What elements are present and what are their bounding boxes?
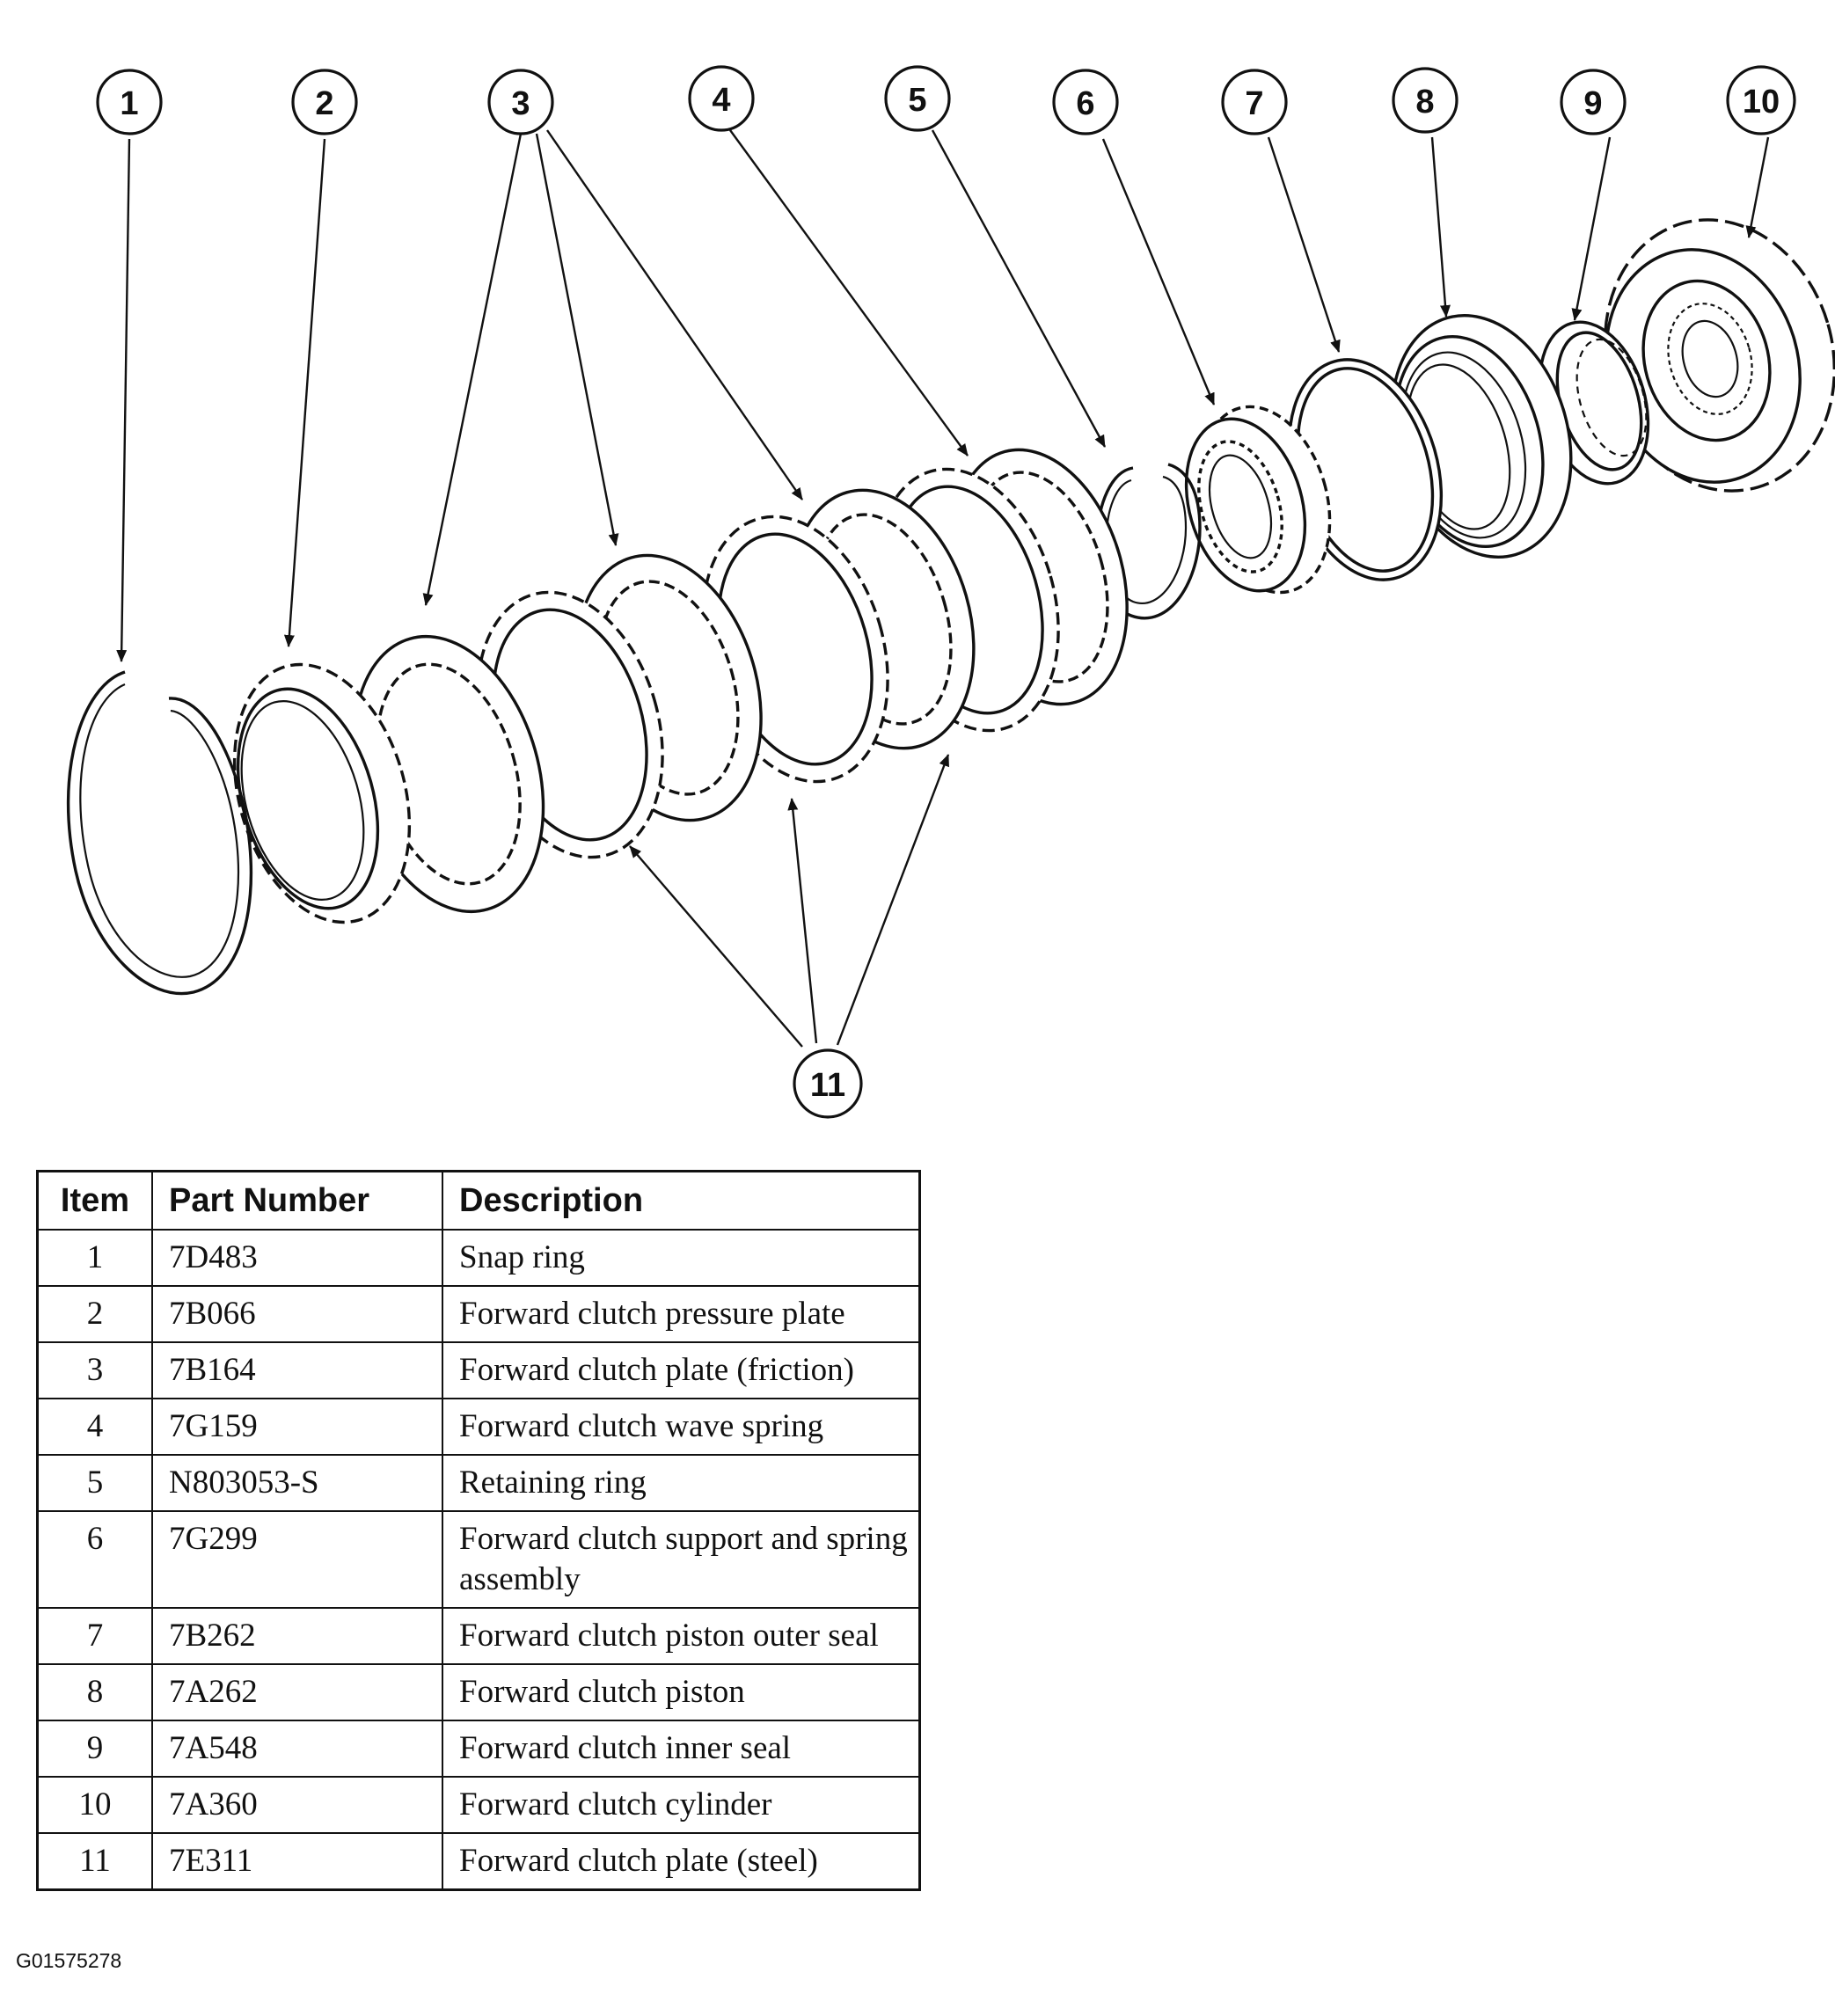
cell-part-number: 7A360 (151, 1776, 443, 1834)
header-description: Description (442, 1170, 921, 1231)
cell-item: 4 (36, 1398, 153, 1456)
parts-table: Item Part Number Description 1 7D483 Sna… (36, 1170, 921, 1891)
table-header-row: Item Part Number Description (36, 1170, 921, 1231)
table-row: 5 N803053-S Retaining ring (36, 1454, 921, 1512)
callout-2: 2 (291, 69, 358, 135)
callout-6: 6 (1052, 69, 1119, 135)
part-forward-clutch-cylinder (1603, 218, 1835, 493)
cell-description: Forward clutch wave spring (442, 1398, 921, 1456)
cell-description: Retaining ring (442, 1454, 921, 1512)
callout-9-label: 9 (1583, 85, 1602, 122)
table-row: 7 7B262 Forward clutch piston outer seal (36, 1607, 921, 1665)
callout-1: 1 (96, 69, 163, 135)
callout-1-label: 1 (120, 85, 138, 122)
part-snap-ring (66, 670, 253, 996)
part-forward-clutch-pressure-plate (232, 662, 412, 924)
table-row: 11 7E311 Forward clutch plate (steel) (36, 1832, 921, 1891)
callout-3: 3 (487, 69, 554, 135)
callout-7: 7 (1221, 69, 1288, 135)
cell-description: Forward clutch piston outer seal (442, 1607, 921, 1665)
cell-item: 5 (36, 1454, 153, 1512)
callout-11-label: 11 (810, 1067, 845, 1104)
cell-part-number: 7B066 (151, 1285, 443, 1343)
table-row: 10 7A360 Forward clutch cylinder (36, 1776, 921, 1834)
cell-part-number: 7B164 (151, 1341, 443, 1399)
cell-part-number: 7E311 (151, 1832, 443, 1891)
header-item: Item (36, 1170, 153, 1231)
callout-4-label: 4 (712, 82, 730, 119)
cell-description: Forward clutch support and spring assemb… (442, 1510, 921, 1609)
cell-description: Forward clutch cylinder (442, 1776, 921, 1834)
exploded-view-diagram: 1 2 3 4 5 6 7 8 9 10 11 (66, 65, 1835, 1119)
cell-item: 7 (36, 1607, 153, 1665)
table-row: 2 7B066 Forward clutch pressure plate (36, 1285, 921, 1343)
cell-part-number: 7D483 (151, 1229, 443, 1287)
cell-part-number: 7G159 (151, 1398, 443, 1456)
callout-4: 4 (688, 65, 755, 132)
cell-part-number: 7A262 (151, 1663, 443, 1721)
callout-6-label: 6 (1076, 85, 1094, 122)
cell-description: Forward clutch pressure plate (442, 1285, 921, 1343)
callout-3-label: 3 (511, 85, 530, 122)
cell-part-number: 7B262 (151, 1607, 443, 1665)
cell-item: 6 (36, 1510, 153, 1609)
cell-item: 8 (36, 1663, 153, 1721)
callout-9: 9 (1560, 69, 1627, 135)
callout-10-label: 10 (1743, 84, 1780, 121)
cell-description: Forward clutch piston (442, 1663, 921, 1721)
callout-11: 11 (793, 1048, 863, 1119)
cell-description: Forward clutch inner seal (442, 1720, 921, 1778)
part-forward-clutch-support-spring-assembly (1184, 405, 1332, 595)
figure-id: G01575278 (16, 1949, 122, 1972)
callout-8: 8 (1392, 67, 1458, 134)
cell-part-number: 7G299 (151, 1510, 443, 1609)
leader-lines (116, 129, 1770, 1048)
cell-item: 3 (36, 1341, 153, 1399)
table-row: 8 7A262 Forward clutch piston (36, 1663, 921, 1721)
callout-2-label: 2 (315, 85, 333, 122)
callout-10: 10 (1726, 65, 1796, 135)
cell-description: Snap ring (442, 1229, 921, 1287)
callout-5-label: 5 (908, 82, 926, 119)
table-row: 9 7A548 Forward clutch inner seal (36, 1720, 921, 1778)
table-row: 3 7B164 Forward clutch plate (friction) (36, 1341, 921, 1399)
cell-item: 10 (36, 1776, 153, 1834)
header-part-number: Part Number (151, 1170, 443, 1231)
table-row: 1 7D483 Snap ring (36, 1229, 921, 1287)
callout-8-label: 8 (1415, 84, 1434, 121)
cell-description: Forward clutch plate (steel) (442, 1832, 921, 1891)
table-row: 6 7G299 Forward clutch support and sprin… (36, 1510, 921, 1609)
cell-item: 9 (36, 1720, 153, 1778)
callout-7-label: 7 (1245, 85, 1263, 122)
clutch-plate-pack (352, 448, 1129, 914)
callout-5: 5 (884, 65, 951, 132)
cell-item: 11 (36, 1832, 153, 1891)
cell-part-number: 7A548 (151, 1720, 443, 1778)
cell-part-number: N803053-S (151, 1454, 443, 1512)
cell-description: Forward clutch plate (friction) (442, 1341, 921, 1399)
cell-item: 1 (36, 1229, 153, 1287)
table-row: 4 7G159 Forward clutch wave spring (36, 1398, 921, 1456)
cell-item: 2 (36, 1285, 153, 1343)
